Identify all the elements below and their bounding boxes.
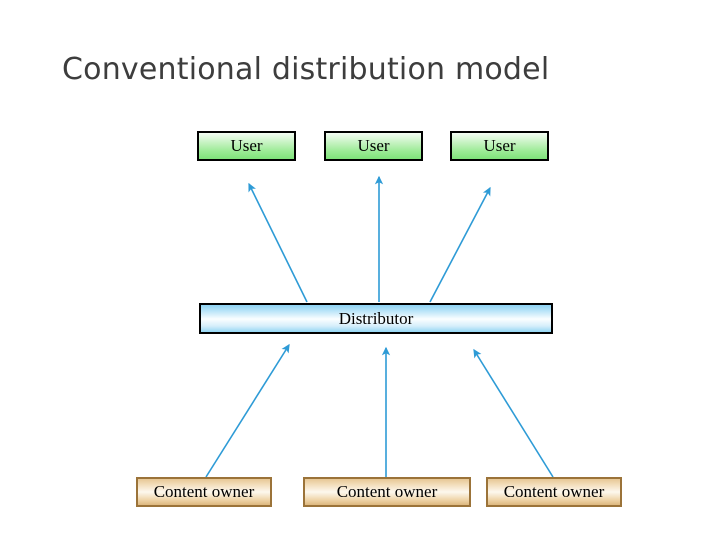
node-content-owner-right: Content owner: [486, 477, 622, 507]
node-content-owner-left: Content owner: [136, 477, 272, 507]
node-user-middle: User: [324, 131, 423, 161]
node-user-left: User: [197, 131, 296, 161]
arrow-distributor-to-user-left: [248, 182, 308, 303]
node-user-right: User: [450, 131, 549, 161]
arrow-distributor-to-user-right: [429, 186, 491, 303]
node-content-owner-middle: Content owner: [303, 477, 471, 507]
node-distributor: Distributor: [199, 303, 553, 334]
arrow-owner-right-to-distributor: [473, 348, 554, 478]
page-title: Conventional distribution model: [62, 52, 550, 87]
arrow-owner-left-to-distributor: [205, 343, 290, 478]
